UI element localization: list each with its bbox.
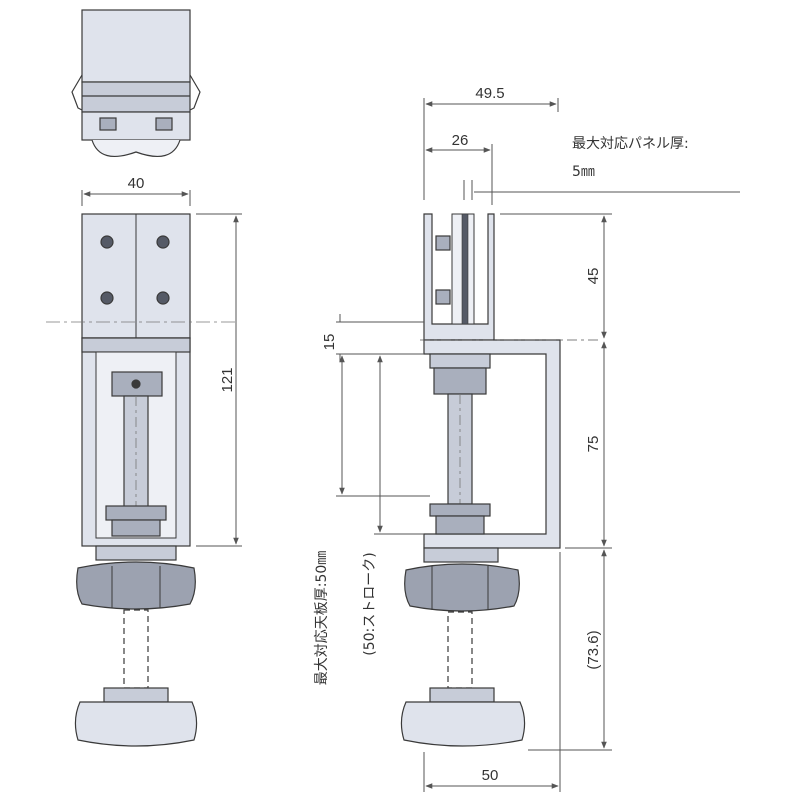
side-top-width-label: 49.5 [475,85,504,102]
front-height-label: 121 [219,367,236,392]
side-inner-width-label: 26 [452,132,469,149]
top-view [71,9,201,158]
side-screw-upper [435,235,451,251]
top-view-bolt-left [99,117,117,131]
panel-note-line2: 5㎜ [572,164,595,180]
side-top-nut [433,367,487,395]
side-view [336,98,740,792]
top-view-panel [81,9,191,83]
side-dim-73-6-label: (73.6) [585,630,602,669]
front-foot-pad [74,701,198,747]
side-dim-15-label: 15 [321,334,338,351]
side-foot-pad [400,701,526,747]
front-view [46,190,242,747]
front-bolt-4 [156,291,170,305]
top-view-base [81,111,191,141]
front-lower-nut [105,505,167,521]
front-hidden-shaft [123,609,149,689]
front-width-label: 40 [128,175,145,192]
side-panel [461,213,469,325]
side-bottom-width-label: 50 [482,767,499,784]
front-knob [76,561,196,610]
front-bolt-2 [156,235,170,249]
front-bolt-3 [100,291,114,305]
top-view-left-lip [71,74,83,111]
side-dim-75-label: 75 [585,436,602,453]
side-screw-lower [435,289,451,305]
side-knob [404,563,520,612]
side-dim-45-label: 45 [585,268,602,285]
top-view-bolt-right [155,117,173,131]
side-hidden-shaft [447,611,473,689]
panel-note-line1: 最大対応パネル厚: [572,136,689,152]
stroke-label: (50:ストローク) [362,552,378,655]
top-view-right-lip [189,74,201,111]
max-table-thickness-label: 最大対応天板厚:50㎜ [314,551,330,686]
top-view-clamp-band [81,81,191,113]
front-bolt-1 [100,235,114,249]
top-view-knob-edge [91,139,181,158]
side-lower-nut [435,515,485,535]
